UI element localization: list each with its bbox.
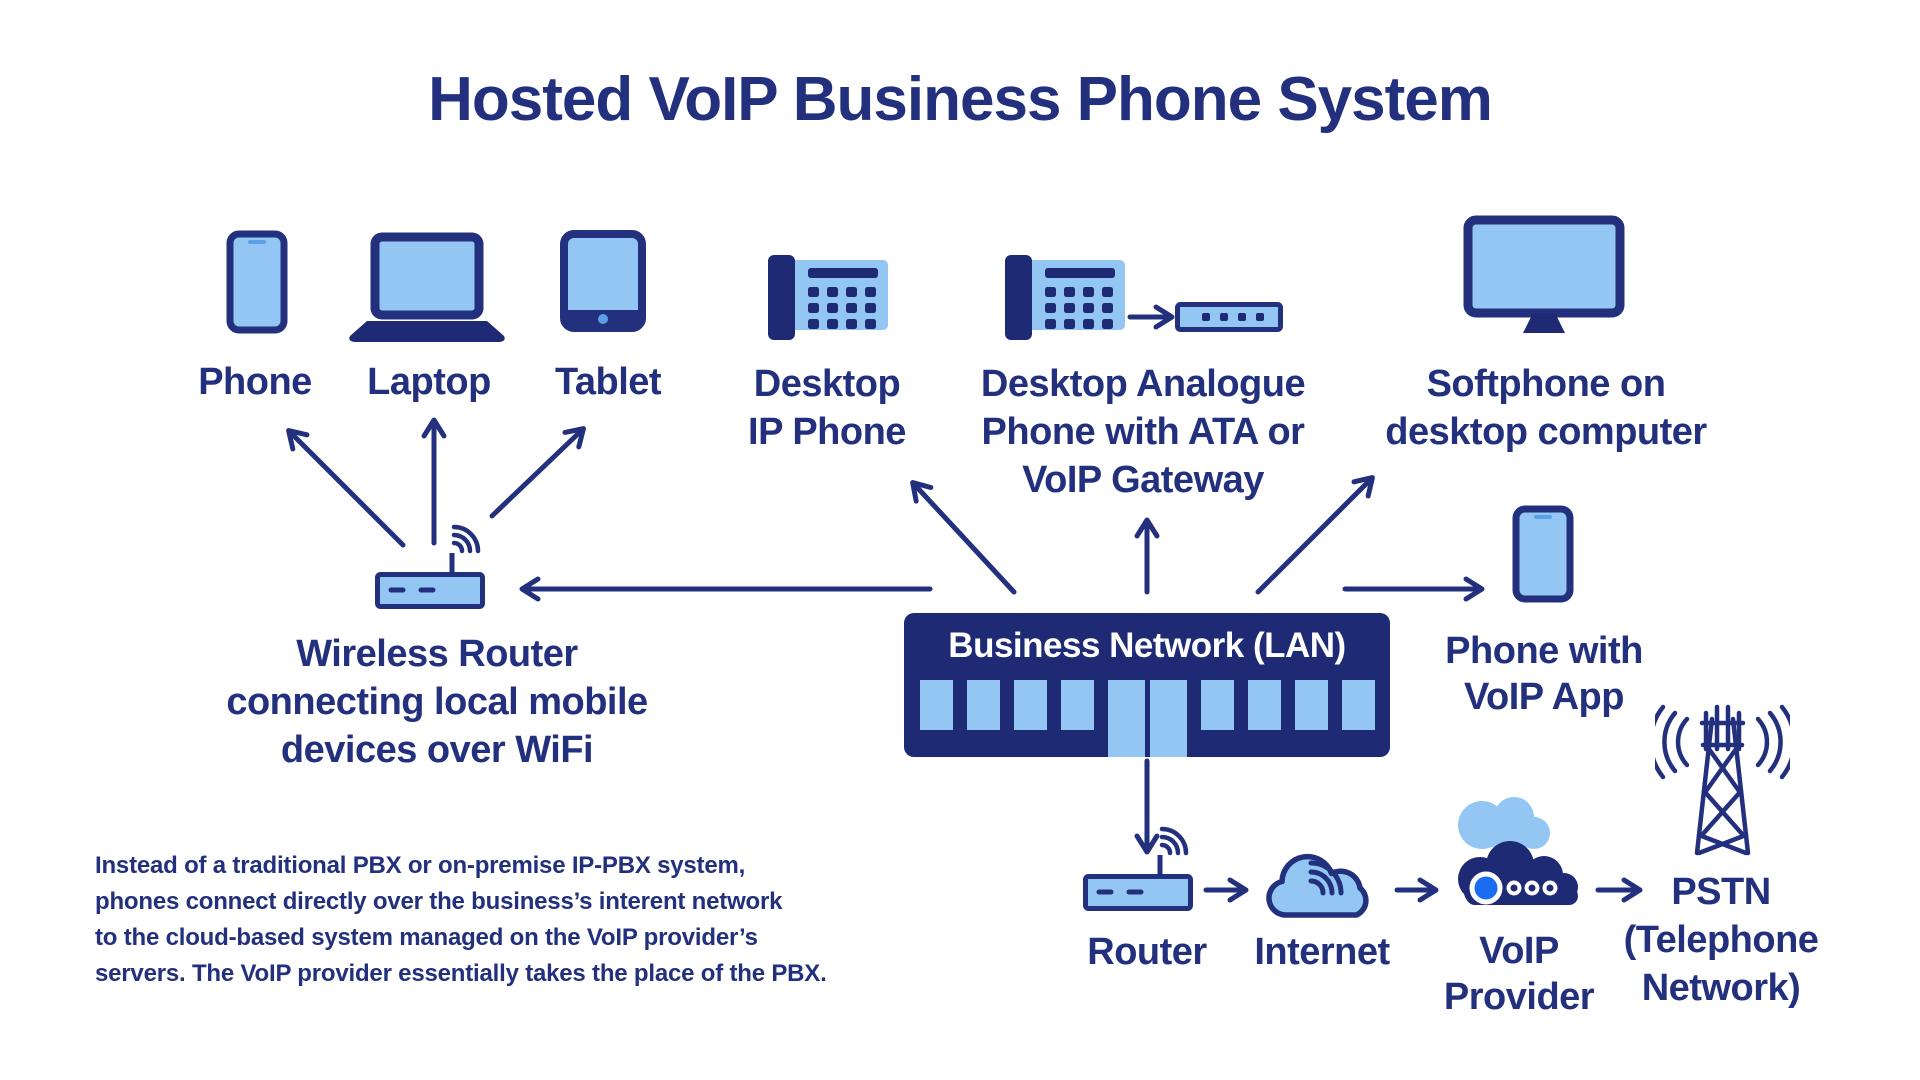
lan-ports	[920, 680, 1375, 757]
voip-provider-label: VoIP Provider	[1443, 930, 1595, 1018]
lan-port	[1061, 680, 1094, 730]
voip-provider-cloud-icon	[1458, 797, 1578, 905]
laptop-icon	[349, 232, 505, 342]
internet-cloud-icon	[1266, 853, 1369, 918]
description-text: Instead of a traditional PBX or on-premi…	[95, 852, 827, 987]
lan-port	[1248, 680, 1281, 730]
lan-port	[967, 680, 1000, 730]
desktop-analogue-phone-label: Desktop Analogue Phone with ATA or VoIP …	[980, 363, 1306, 501]
voip-app-phone-label: Phone with VoIP App	[1445, 630, 1643, 718]
router-icon	[1083, 826, 1193, 911]
pstn-label: PSTN (Telephone Network)	[1623, 871, 1819, 1009]
desktop-analogue-phone-icon	[1005, 255, 1125, 340]
phone-icon	[226, 230, 288, 334]
voip-app-phone-icon	[1512, 505, 1574, 603]
lan-port	[1150, 680, 1187, 757]
desktop-ip-phone-label: Desktop IP Phone	[748, 363, 906, 453]
voip-provider-dots	[1506, 880, 1558, 896]
voip-provider-light-cloud	[1458, 797, 1550, 849]
tablet-icon	[560, 230, 646, 332]
arrow-lan-to-ip-phone	[910, 480, 1017, 595]
arrow-router-to-tablet	[489, 426, 586, 519]
router-label: Router	[1087, 931, 1207, 973]
lan-port	[1108, 680, 1145, 757]
page-title: Hosted VoIP Business Phone System	[428, 65, 1493, 134]
lan-port	[1342, 680, 1375, 730]
tablet-label: Tablet	[554, 361, 662, 403]
desktop-monitor-icon	[1463, 215, 1625, 333]
internet-label: Internet	[1254, 931, 1390, 973]
arrow-router-to-phone	[286, 428, 406, 548]
lan-port	[920, 680, 953, 730]
pstn-tower-icon	[1655, 704, 1790, 856]
softphone-label: Softphone on desktop computer	[1385, 363, 1707, 453]
arrow-lan-to-softphone	[1255, 475, 1375, 595]
wireless-router-icon	[375, 524, 485, 609]
lan-port	[1014, 680, 1047, 730]
desktop-ip-phone-icon	[768, 255, 888, 340]
voip-provider-ring	[1469, 871, 1503, 905]
wireless-router-label: Wireless Router connecting local mobile …	[226, 633, 648, 771]
lan-port	[1295, 680, 1328, 730]
ata-adapter-icon	[1175, 302, 1283, 332]
lan-box: Business Network (LAN)	[904, 613, 1390, 757]
laptop-label: Laptop	[367, 361, 491, 403]
lan-title: Business Network (LAN)	[948, 626, 1346, 665]
lan-port	[1201, 680, 1234, 730]
phone-label: Phone	[198, 361, 312, 403]
